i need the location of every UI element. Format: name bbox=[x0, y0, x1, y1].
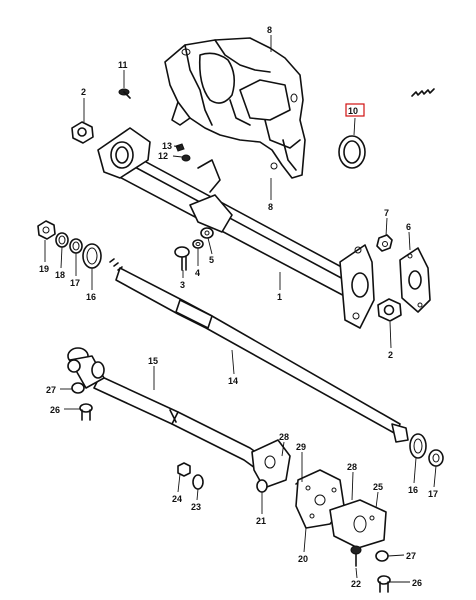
callout-labels: 8 11 2 10 13 12 8 7 6 5 4 3 19 18 17 16 … bbox=[39, 25, 438, 589]
callout-label: 25 bbox=[373, 482, 383, 492]
callout-label: 2 bbox=[81, 87, 86, 97]
nut-2-lower bbox=[377, 298, 402, 322]
callout-label: 13 bbox=[162, 141, 172, 151]
callout-label: 20 bbox=[298, 554, 308, 564]
callout-label: 23 bbox=[191, 502, 201, 512]
washer-17b bbox=[428, 449, 444, 467]
callout-label: 3 bbox=[180, 280, 185, 290]
callout-label: 24 bbox=[172, 494, 182, 504]
callout-label: 1 bbox=[277, 292, 282, 302]
leader-lines bbox=[44, 35, 437, 583]
seal-16a bbox=[82, 243, 102, 269]
nut-19 bbox=[37, 220, 56, 240]
nut-7 bbox=[376, 234, 393, 252]
callout-label: 19 bbox=[39, 264, 49, 274]
washer-18 bbox=[55, 232, 69, 248]
callout-label: 5 bbox=[209, 255, 214, 265]
callout-label: 16 bbox=[408, 485, 418, 495]
callout-label: 7 bbox=[384, 208, 389, 218]
callout-label: 29 bbox=[296, 442, 306, 452]
callout-label: 26 bbox=[412, 578, 422, 588]
callout-label: 12 bbox=[158, 151, 168, 161]
nut-27b bbox=[375, 550, 389, 562]
bolt-26b bbox=[377, 575, 391, 593]
callout-label: 27 bbox=[406, 551, 416, 561]
callout-label: 18 bbox=[55, 270, 65, 280]
washer-23 bbox=[192, 474, 204, 490]
nut-24 bbox=[177, 462, 191, 477]
callout-label: 16 bbox=[86, 292, 96, 302]
column-housing bbox=[164, 37, 306, 179]
callout-label: 28 bbox=[347, 462, 357, 472]
callout-label: 8 bbox=[267, 25, 272, 35]
callout-label: 28 bbox=[279, 432, 289, 442]
callout-label: 27 bbox=[46, 385, 56, 395]
bolt-3 bbox=[174, 246, 190, 271]
flange-plate bbox=[399, 247, 431, 313]
callout-label: 2 bbox=[388, 350, 393, 360]
nut-2-upper bbox=[71, 121, 94, 144]
callout-label: 17 bbox=[70, 278, 80, 288]
column-tube bbox=[97, 127, 375, 329]
bushing-ring bbox=[338, 135, 366, 169]
callout-label: 14 bbox=[228, 376, 238, 386]
steering-shaft bbox=[109, 258, 409, 443]
callout-label: 26 bbox=[50, 405, 60, 415]
callout-label: 15 bbox=[148, 356, 158, 366]
callout-label: 21 bbox=[256, 516, 266, 526]
seal-16b bbox=[409, 433, 427, 459]
intermediate-shaft bbox=[67, 347, 273, 477]
bolt-washer-12-13 bbox=[175, 143, 191, 162]
nut-27a bbox=[71, 382, 85, 394]
callout-label: 10 bbox=[348, 106, 358, 116]
screw-11 bbox=[118, 88, 131, 99]
washer-17a bbox=[69, 238, 83, 254]
callout-label: 11 bbox=[118, 60, 128, 70]
callout-label: 8 bbox=[268, 202, 273, 212]
bolt-26a bbox=[79, 403, 93, 421]
lower-yoke bbox=[251, 439, 291, 489]
callout-label: 6 bbox=[406, 222, 411, 232]
bolt-22 bbox=[350, 545, 362, 567]
callout-label: 4 bbox=[195, 268, 200, 278]
highlight-box bbox=[345, 103, 365, 117]
callout-label: 17 bbox=[428, 489, 438, 499]
nut-5 bbox=[200, 227, 214, 239]
clip-spring bbox=[411, 88, 435, 97]
callout-label: 22 bbox=[351, 579, 361, 589]
washer-21 bbox=[256, 479, 268, 493]
washer-4 bbox=[192, 239, 204, 249]
yoke-25 bbox=[329, 499, 387, 549]
